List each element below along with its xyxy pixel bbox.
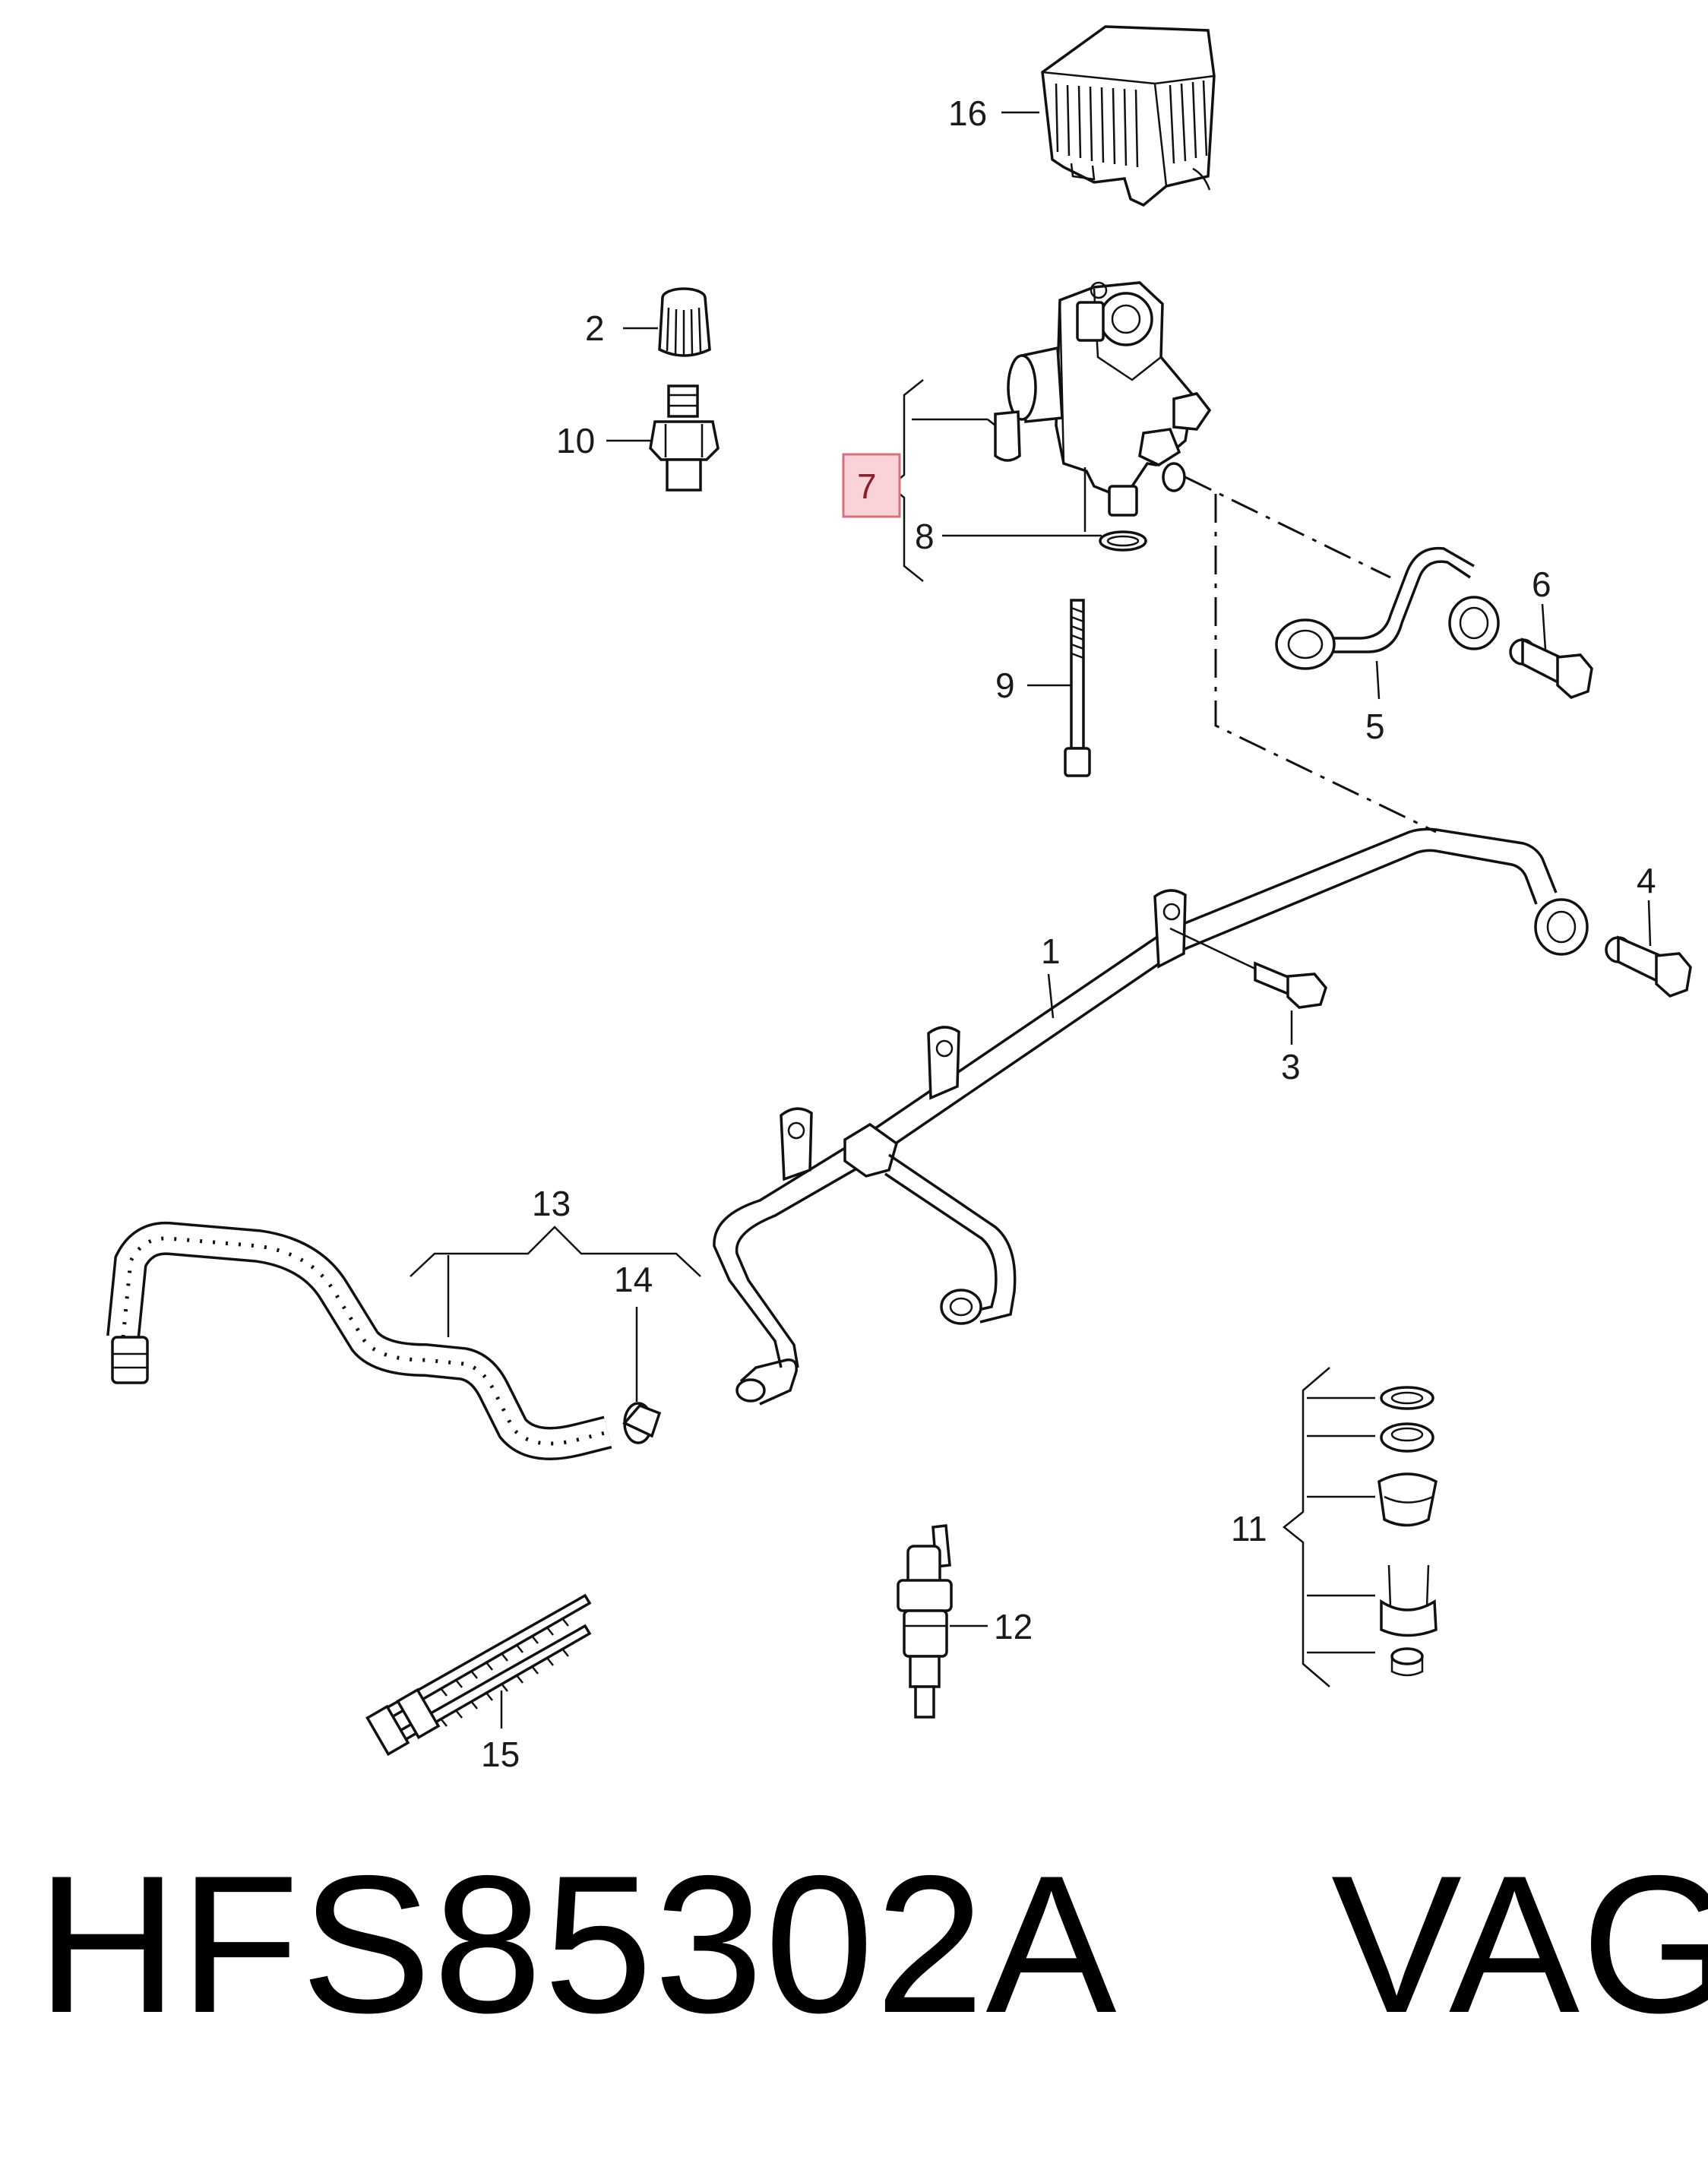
part-4-banjo-bolt [1605,935,1692,998]
callout-16: 16 [948,93,987,133]
dashline-pump-to-5 [1185,476,1391,579]
bracket-13 [410,1226,701,1337]
callout-1: 1 [1041,931,1061,971]
callout-13: 13 [532,1184,571,1223]
callout-2: 2 [585,308,605,348]
callout-11: 11 [1231,1509,1267,1548]
callout-6: 6 [1532,565,1551,604]
part-6-banjo-bolt [1509,637,1593,700]
callout-14: 14 [614,1260,653,1299]
leader-4 [1647,900,1652,947]
callout-10: 10 [556,421,595,460]
part-15-cable-ties [365,1593,592,1757]
leader-5 [1375,660,1381,700]
callout-7[interactable]: 7 [857,467,877,506]
callout-12: 12 [994,1607,1033,1646]
callout-8: 8 [915,517,935,556]
part-8-o-ring [1099,530,1147,552]
callout-5: 5 [1365,707,1385,746]
part-number-caption: HFS85302A VAG [36,1834,1708,2054]
callout-9: 9 [995,666,1015,705]
bracket-11 [1282,1367,1375,1687]
bracket-7 [889,379,996,582]
callout-15: 15 [481,1735,520,1774]
leader-6 [1541,603,1547,650]
part-10-pressure-sensor [649,384,720,492]
part-9-bolt [1064,599,1091,777]
part-5-pipe [1275,546,1500,670]
part-7-high-pressure-pump [994,281,1212,517]
part-14-hose-clamp [622,1402,662,1444]
part-3-bolt [1254,961,1327,1009]
part-11-seal-kit [1377,1386,1438,1677]
leader-1-3 [1169,927,1256,970]
dashline-pump-to-1 [1214,494,1437,833]
part-12-injector [897,1524,953,1719]
leader-1 [1047,973,1055,1019]
callout-4: 4 [1637,861,1656,900]
callout-3: 3 [1281,1047,1301,1086]
part-2-cap [658,287,711,357]
callout-7-highlight [842,453,901,518]
part-13-fuel-hose [106,1221,612,1460]
part-16-cover [1041,25,1216,207]
part-1-fuel-rail [713,827,1589,1406]
